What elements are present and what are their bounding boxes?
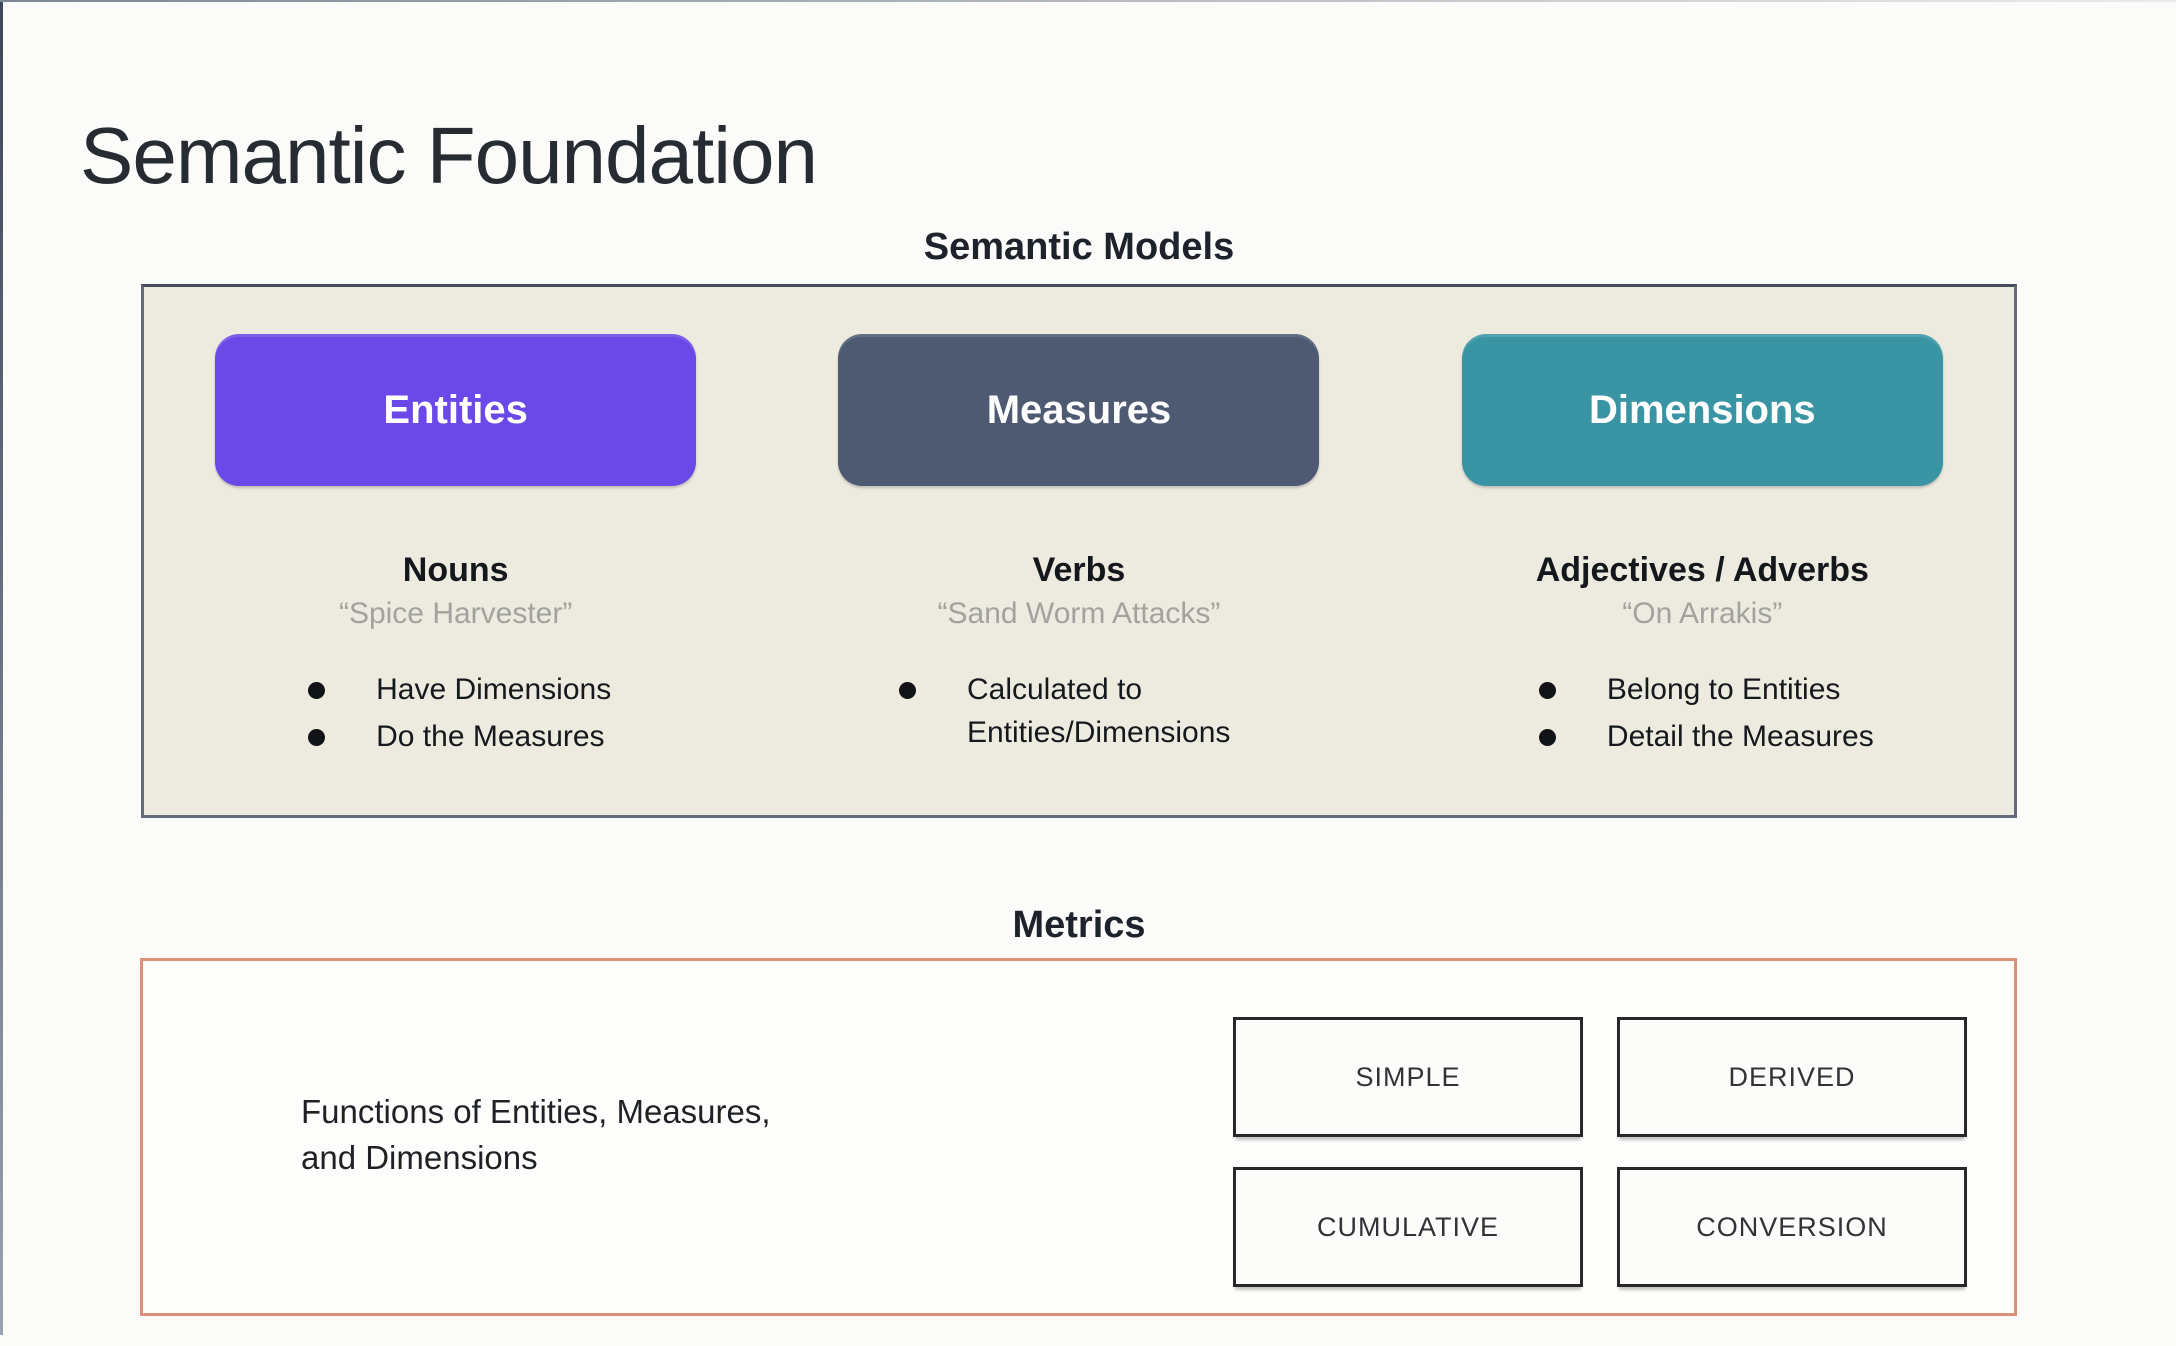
metrics-description: Functions of Entities, Measures, and Dim… xyxy=(301,1093,771,1177)
measures-role-heading: Verbs xyxy=(1032,551,1126,589)
window-edge-top xyxy=(0,0,2176,2)
metric-box-conversion: CONVERSION xyxy=(1617,1167,1967,1287)
measures-pill: Measures xyxy=(838,334,1320,486)
dimensions-example: “On Arrakis” xyxy=(1622,597,1783,631)
measures-example: “Sand Worm Attacks” xyxy=(937,597,1221,631)
dimensions-role-heading: Adjectives / Adverbs xyxy=(1535,551,1869,589)
dimensions-column: Dimensions Adjectives / Adverbs “On Arra… xyxy=(1391,287,2014,815)
metrics-panel: Functions of Entities, Measures, and Dim… xyxy=(140,958,2017,1316)
page-title: Semantic Foundation xyxy=(80,110,818,200)
bullet-item: Have Dimensions xyxy=(300,669,611,712)
measures-bullet-list: Calculated to Entities/Dimensions xyxy=(891,669,1267,758)
bullet-item: Detail the Measures xyxy=(1531,716,1874,759)
window-edge-left xyxy=(0,0,3,1335)
dimensions-pill: Dimensions xyxy=(1461,334,1943,486)
dimensions-bullet-list: Belong to Entities Detail the Measures xyxy=(1531,669,1874,762)
entities-pill: Entities xyxy=(215,334,697,486)
metric-box-simple: SIMPLE xyxy=(1233,1017,1583,1137)
bullet-item: Calculated to Entities/Dimensions xyxy=(891,669,1267,754)
semantic-models-heading: Semantic Models xyxy=(923,226,1235,268)
metrics-heading: Metrics xyxy=(1012,904,1146,946)
entities-bullet-list: Have Dimensions Do the Measures xyxy=(300,669,611,762)
bullet-item: Belong to Entities xyxy=(1531,669,1874,712)
metric-type-grid: SIMPLE DERIVED CUMULATIVE CONVERSION xyxy=(1233,1017,1967,1287)
bullet-item: Do the Measures xyxy=(300,716,611,759)
measures-column: Measures Verbs “Sand Worm Attacks” Calcu… xyxy=(767,287,1390,815)
metric-box-derived: DERIVED xyxy=(1617,1017,1967,1137)
semantic-models-panel: Entities Nouns “Spice Harvester” Have Di… xyxy=(141,284,2017,818)
entities-column: Entities Nouns “Spice Harvester” Have Di… xyxy=(144,287,767,815)
metric-box-cumulative: CUMULATIVE xyxy=(1233,1167,1583,1287)
entities-role-heading: Nouns xyxy=(402,551,509,589)
entities-example: “Spice Harvester” xyxy=(338,597,573,631)
